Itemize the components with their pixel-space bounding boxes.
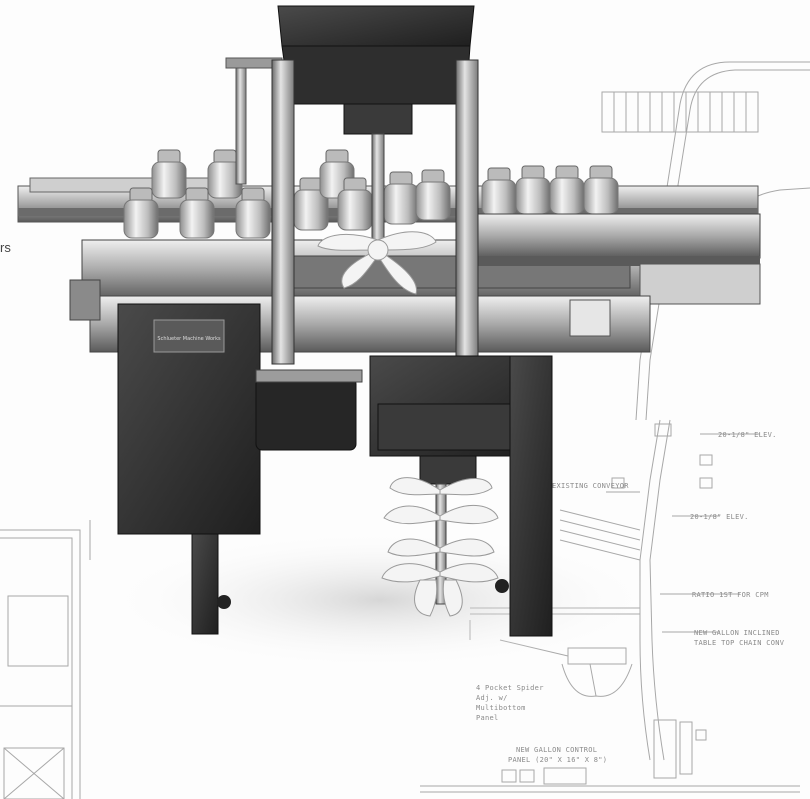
- lower-star-wheels: [381, 477, 499, 617]
- bottle: [151, 149, 187, 199]
- lower-hopper: [369, 355, 529, 605]
- bottle: [583, 165, 619, 215]
- nameplate-text: Schlueter Machine Works: [157, 336, 221, 342]
- drawing-label-existing-conveyor: EXISTING CONVEYOR: [552, 482, 629, 490]
- bottle: [123, 187, 159, 239]
- frame-uprights: [271, 59, 479, 365]
- bottle: [383, 171, 419, 225]
- bottle: [207, 149, 243, 199]
- bottle: [293, 177, 329, 231]
- drawing-label-elev-2: 20-1/8" ELEV.: [690, 513, 749, 521]
- motor-junction-box: [569, 299, 611, 337]
- upper-hopper: [277, 5, 475, 245]
- bottle: [179, 187, 215, 239]
- drawing-label-controls-1: NEW GALLON CONTROL: [516, 746, 597, 754]
- drawing-label-ratio: RATIO 1ST FOR CPM: [692, 591, 769, 599]
- bottle: [337, 177, 373, 231]
- drawing-label-pocket-2: Adj. w/: [476, 694, 508, 702]
- bottle: [415, 169, 451, 221]
- drive-motor: [255, 369, 363, 451]
- drawing-label-controls-2: PANEL (20" X 16" X 8"): [508, 756, 607, 764]
- drawing-label-pocket-3: Multibottom: [476, 704, 526, 712]
- bottle: [235, 187, 271, 239]
- nameplate: [153, 319, 225, 353]
- drawing-label-elev-1: 20-1/8" ELEV.: [718, 431, 777, 439]
- upper-star-wheel: [317, 231, 437, 295]
- drawing-label-new-gallon-1: NEW GALLON INCLINED: [694, 629, 780, 637]
- bottle: [481, 167, 517, 217]
- drawing-label-pocket-1: 4 Pocket Spider: [476, 684, 544, 692]
- bottle: [549, 165, 585, 215]
- drawing-label-pocket-4: Panel: [476, 714, 499, 722]
- floor-shadow: [100, 530, 660, 670]
- bottle: [515, 165, 551, 215]
- control-cabinet: Schlueter Machine Works: [117, 303, 261, 535]
- machine-legs: [191, 355, 553, 637]
- drawing-label-new-gallon-2: TABLE TOP CHAIN CONV: [694, 639, 785, 647]
- edge-text-fragment: rs: [0, 240, 11, 255]
